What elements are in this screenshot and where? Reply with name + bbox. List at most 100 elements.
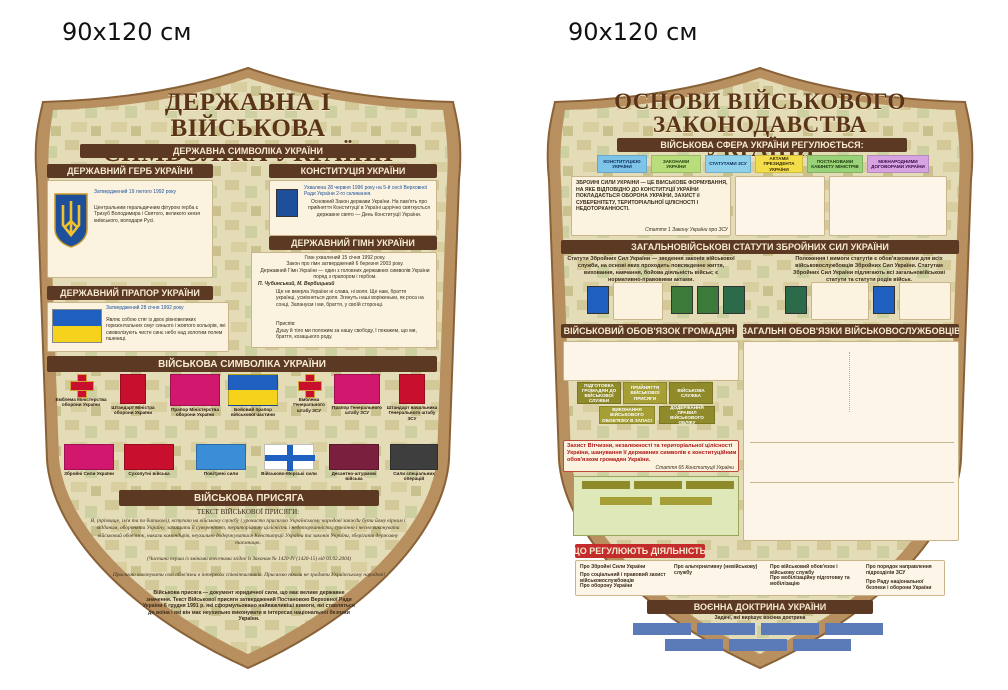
oath-header: ВІЙСЬКОВА ПРИСЯГА [119, 490, 379, 506]
law-item: Про соціальний і правовий захист військо… [580, 572, 666, 585]
duty-tile-preparation: ПІДГОТОВКА ГРОМАДЯН ДО ВІЙСЬКОВОЇ СЛУЖБИ [577, 382, 621, 404]
afu-flag: Збройні Сили України [61, 444, 117, 476]
left-title-line1: ДЕРЖАВНА І ВІЙСЬКОВА [164, 89, 332, 142]
laws-card: Про Збройні Сили України Про соціальний … [575, 560, 945, 596]
constitution-header: КОНСТИТУЦІЯ УКРАЇНИ [269, 164, 437, 178]
statutes-right: Положення і вимоги статутів є обов'язков… [793, 256, 945, 284]
constitution-adopted: Ухвалена 28 червня 1996 року на 5-й сесі… [304, 185, 428, 198]
duty-tile-service: ВІЙСЬКОВА СЛУЖБА [669, 382, 713, 404]
duties-header: ЗАГАЛЬНІ ОБОВ'ЯЗКИ ВІЙСЬКОВОСЛУЖБОВЦІВ [743, 324, 959, 338]
homeland-card: Захист Вітчизни, незалежності та територ… [563, 440, 739, 472]
duties-text-card [743, 341, 959, 541]
navy-flag-icon [264, 444, 315, 471]
statute-book-icon [671, 286, 693, 314]
sphere-item-statutes: СТАТУТАМИ ЗСУ [705, 155, 751, 173]
oath-promise: Присягаю виконувати свої обов'язки в інт… [112, 572, 386, 578]
oath-subtitle: ТЕКСТ ВІЙСЬКОВОЇ ПРИСЯГИ: [196, 508, 300, 516]
mod-flag-icon [170, 374, 220, 406]
constitution-book-icon [276, 189, 298, 217]
air-force-flag-icon [196, 444, 246, 470]
airborne-flag: Десантно-штурмові війська [323, 444, 385, 482]
sphere-header: ВІЙСЬКОВА СФЕРА УКРАЇНИ РЕГУЛЮЄТЬСЯ: [617, 138, 907, 152]
law-item: Про порядок направлення підрозділів ЗСУ [866, 564, 932, 577]
right-title-line1: ОСНОВИ ВІЙСЬКОВОГО [614, 89, 906, 114]
anthem-authors: П. Чубинський, М. Вербицький [258, 281, 335, 287]
air-force-flag: Повітряні сили [191, 444, 251, 476]
ground-forces-flag-icon [124, 444, 174, 470]
trident-icon [54, 193, 88, 248]
gs-flag: Прапор Генерального штабу ЗСУ [331, 374, 383, 416]
gs-emblem-icon [298, 374, 322, 398]
homeland-text: Захист Вітчизни, незалежності та територ… [567, 443, 737, 463]
mod-standard-icon [120, 374, 146, 404]
size-label-right: 90х120 см [568, 18, 698, 46]
homeland-src: Стаття 65 Конституції України [655, 465, 734, 471]
law-item: Про військовий обов'язок і військову слу… [770, 564, 838, 577]
anthem-verse: Ще не вмерла України ні слава, ні воля. … [276, 289, 424, 308]
doctrine-tasks [633, 623, 887, 653]
gs-standard-icon [399, 374, 425, 404]
flag-card: Затверджений 28 січня 1992 року Являє со… [47, 302, 229, 352]
statute-desc-card [811, 282, 869, 320]
statute-book-icon [697, 286, 719, 314]
flag-approved: Затверджений 28 січня 1992 року [106, 305, 184, 311]
right-stand: ОСНОВИ ВІЙСЬКОВОГО ЗАКОНОДАВСТВА УКРАЇНИ… [537, 60, 983, 674]
right-title-line2: ЗАКОНОДАВСТВА УКРАЇНИ [652, 112, 868, 160]
duty-intro-card [563, 341, 739, 381]
sphere-item-cabinet: ПОСТАНОВАМИ КАБІНЕТУ МІНІСТРІВ [807, 155, 863, 173]
navy-flag: Військово-Морські сили [257, 444, 321, 476]
size-label-left: 90х120 см [62, 18, 192, 46]
gs-standard: Штандарт начальника Генерального штабу З… [385, 374, 439, 421]
statute-desc-card [899, 282, 951, 320]
statute-book-icon [873, 286, 895, 314]
law-item: Про Раду національної безпеки і оборони … [866, 579, 932, 592]
duty-header: ВІЙСЬКОВИЙ ОБОВ'ЯЗОК ГРОМАДЯН [561, 324, 737, 338]
mod-flag: Прапор Міністерства оборони України [167, 374, 223, 418]
armed-forces-def-card: ЗБРОЙНІ СИЛИ УКРАЇНИ — ЦЕ ВІЙСЬКОВЕ ФОРМ… [571, 176, 731, 236]
anthem-law: Закон про гімн затверджений 6 березня 20… [286, 261, 404, 267]
flag-desc: Являє собою стяг із двох рівновеликих го… [106, 317, 226, 342]
law-item: Про Збройні Сили України [580, 564, 646, 570]
sphere-item-constitution: КОНСТИТУЦІЄЮ УКРАЇНИ [597, 155, 647, 173]
battle-flag-icon [228, 374, 278, 406]
oath-text: Я, (прізвище, ім'я та по батькові), всту… [90, 518, 406, 546]
constitution-desc: Основний Закон держави України. На пам'я… [307, 199, 430, 218]
coat-card: Затверджений 19 лютого 1992 року Централ… [47, 180, 213, 278]
armed-forces-def: ЗБРОЙНІ СИЛИ УКРАЇНИ — ЦЕ ВІЙСЬКОВЕ ФОРМ… [576, 180, 728, 212]
gs-flag-icon [334, 374, 380, 404]
anthem-chorus: Душу й тіло ми положим за нашу свободу, … [276, 328, 417, 341]
sphere-item-president: АКТАМИ ПРЕЗИДЕНТА УКРАЇНИ [755, 155, 803, 173]
sphere-item-treaties: МІЖНАРОДНИМИ ДОГОВОРАМИ УКРАЇНИ [867, 155, 929, 173]
duty-tile-reserve: ВИКОНАННЯ ВІЙСЬКОВОГО ОБОВ'ЯЗКУ В ЗАПАСІ [599, 406, 655, 424]
law-item: Про альтернативну (невійськову) службу [674, 564, 758, 577]
anthem-header: ДЕРЖАВНИЙ ГІМН УКРАЇНИ [269, 236, 437, 250]
ukraine-flag-icon [52, 309, 102, 343]
anthem-adopted: Гімн ухвалений 15 січня 1992 року. [304, 255, 386, 261]
duty-tile-registration: ДОДЕРЖАННЯ ПРАВИЛ ВІЙСЬКОВОГО ОБЛІКУ [659, 405, 715, 425]
gs-emblem: Емблема Генерального штабу ЗСУ [287, 374, 331, 413]
sphere-item-laws: ЗАКОНАМИ УКРАЇНИ [651, 155, 701, 173]
duty-tile-oath: ПРИЙНЯТТЯ ВІЙСЬКОВОЇ ПРИСЯГИ [623, 382, 667, 404]
left-stand: ДЕРЖАВНА І ВІЙСЬКОВА СИМВОЛІКА УКРАЇНИ Д… [25, 60, 471, 674]
duty-structure-diagram [573, 476, 739, 536]
battle-flag: Бойовий прапор військової частини [225, 374, 281, 418]
anthem-card: Гімн ухвалений 15 січня 1992 року. Закон… [251, 252, 437, 348]
military-symbols-header: ВІЙСЬКОВА СИМВОЛІКА УКРАЇНИ [47, 356, 437, 372]
oath-footer: Військова присяга — документ юридичної с… [143, 590, 355, 622]
doctrine-sub: Задачі, які вирішує воєнна доктрина [714, 615, 806, 621]
constitution-card: Ухвалена 28 червня 1996 року на 5-й сесі… [269, 180, 437, 236]
mod-standard: Штандарт Міністра оборони України [107, 374, 159, 416]
mission-text-card [735, 176, 825, 236]
oath-note: (Частина перша із змінами внесеними згід… [146, 556, 352, 562]
law-item: Про оборону України [580, 583, 633, 589]
law-item: Про мобілізаційну підготовку та мобіліза… [770, 575, 850, 588]
statute-book-icon [785, 286, 807, 314]
afu-flag-icon [64, 444, 114, 470]
anthem-desc: Державний Гімн України — один з головних… [260, 268, 430, 281]
anthem-chorus-label: Приспів: [276, 321, 296, 327]
mod-emblem: Емблема Міністерства оборони України [55, 374, 107, 408]
statute-book-icon [587, 286, 609, 314]
sof-flag: Сили спеціальних операцій [385, 444, 443, 482]
state-symbols-header: ДЕРЖАВНА СИМВОЛІКА УКРАЇНИ [80, 144, 416, 158]
doctrine-header: ВОЄННА ДОКТРИНА УКРАЇНИ [647, 600, 873, 614]
